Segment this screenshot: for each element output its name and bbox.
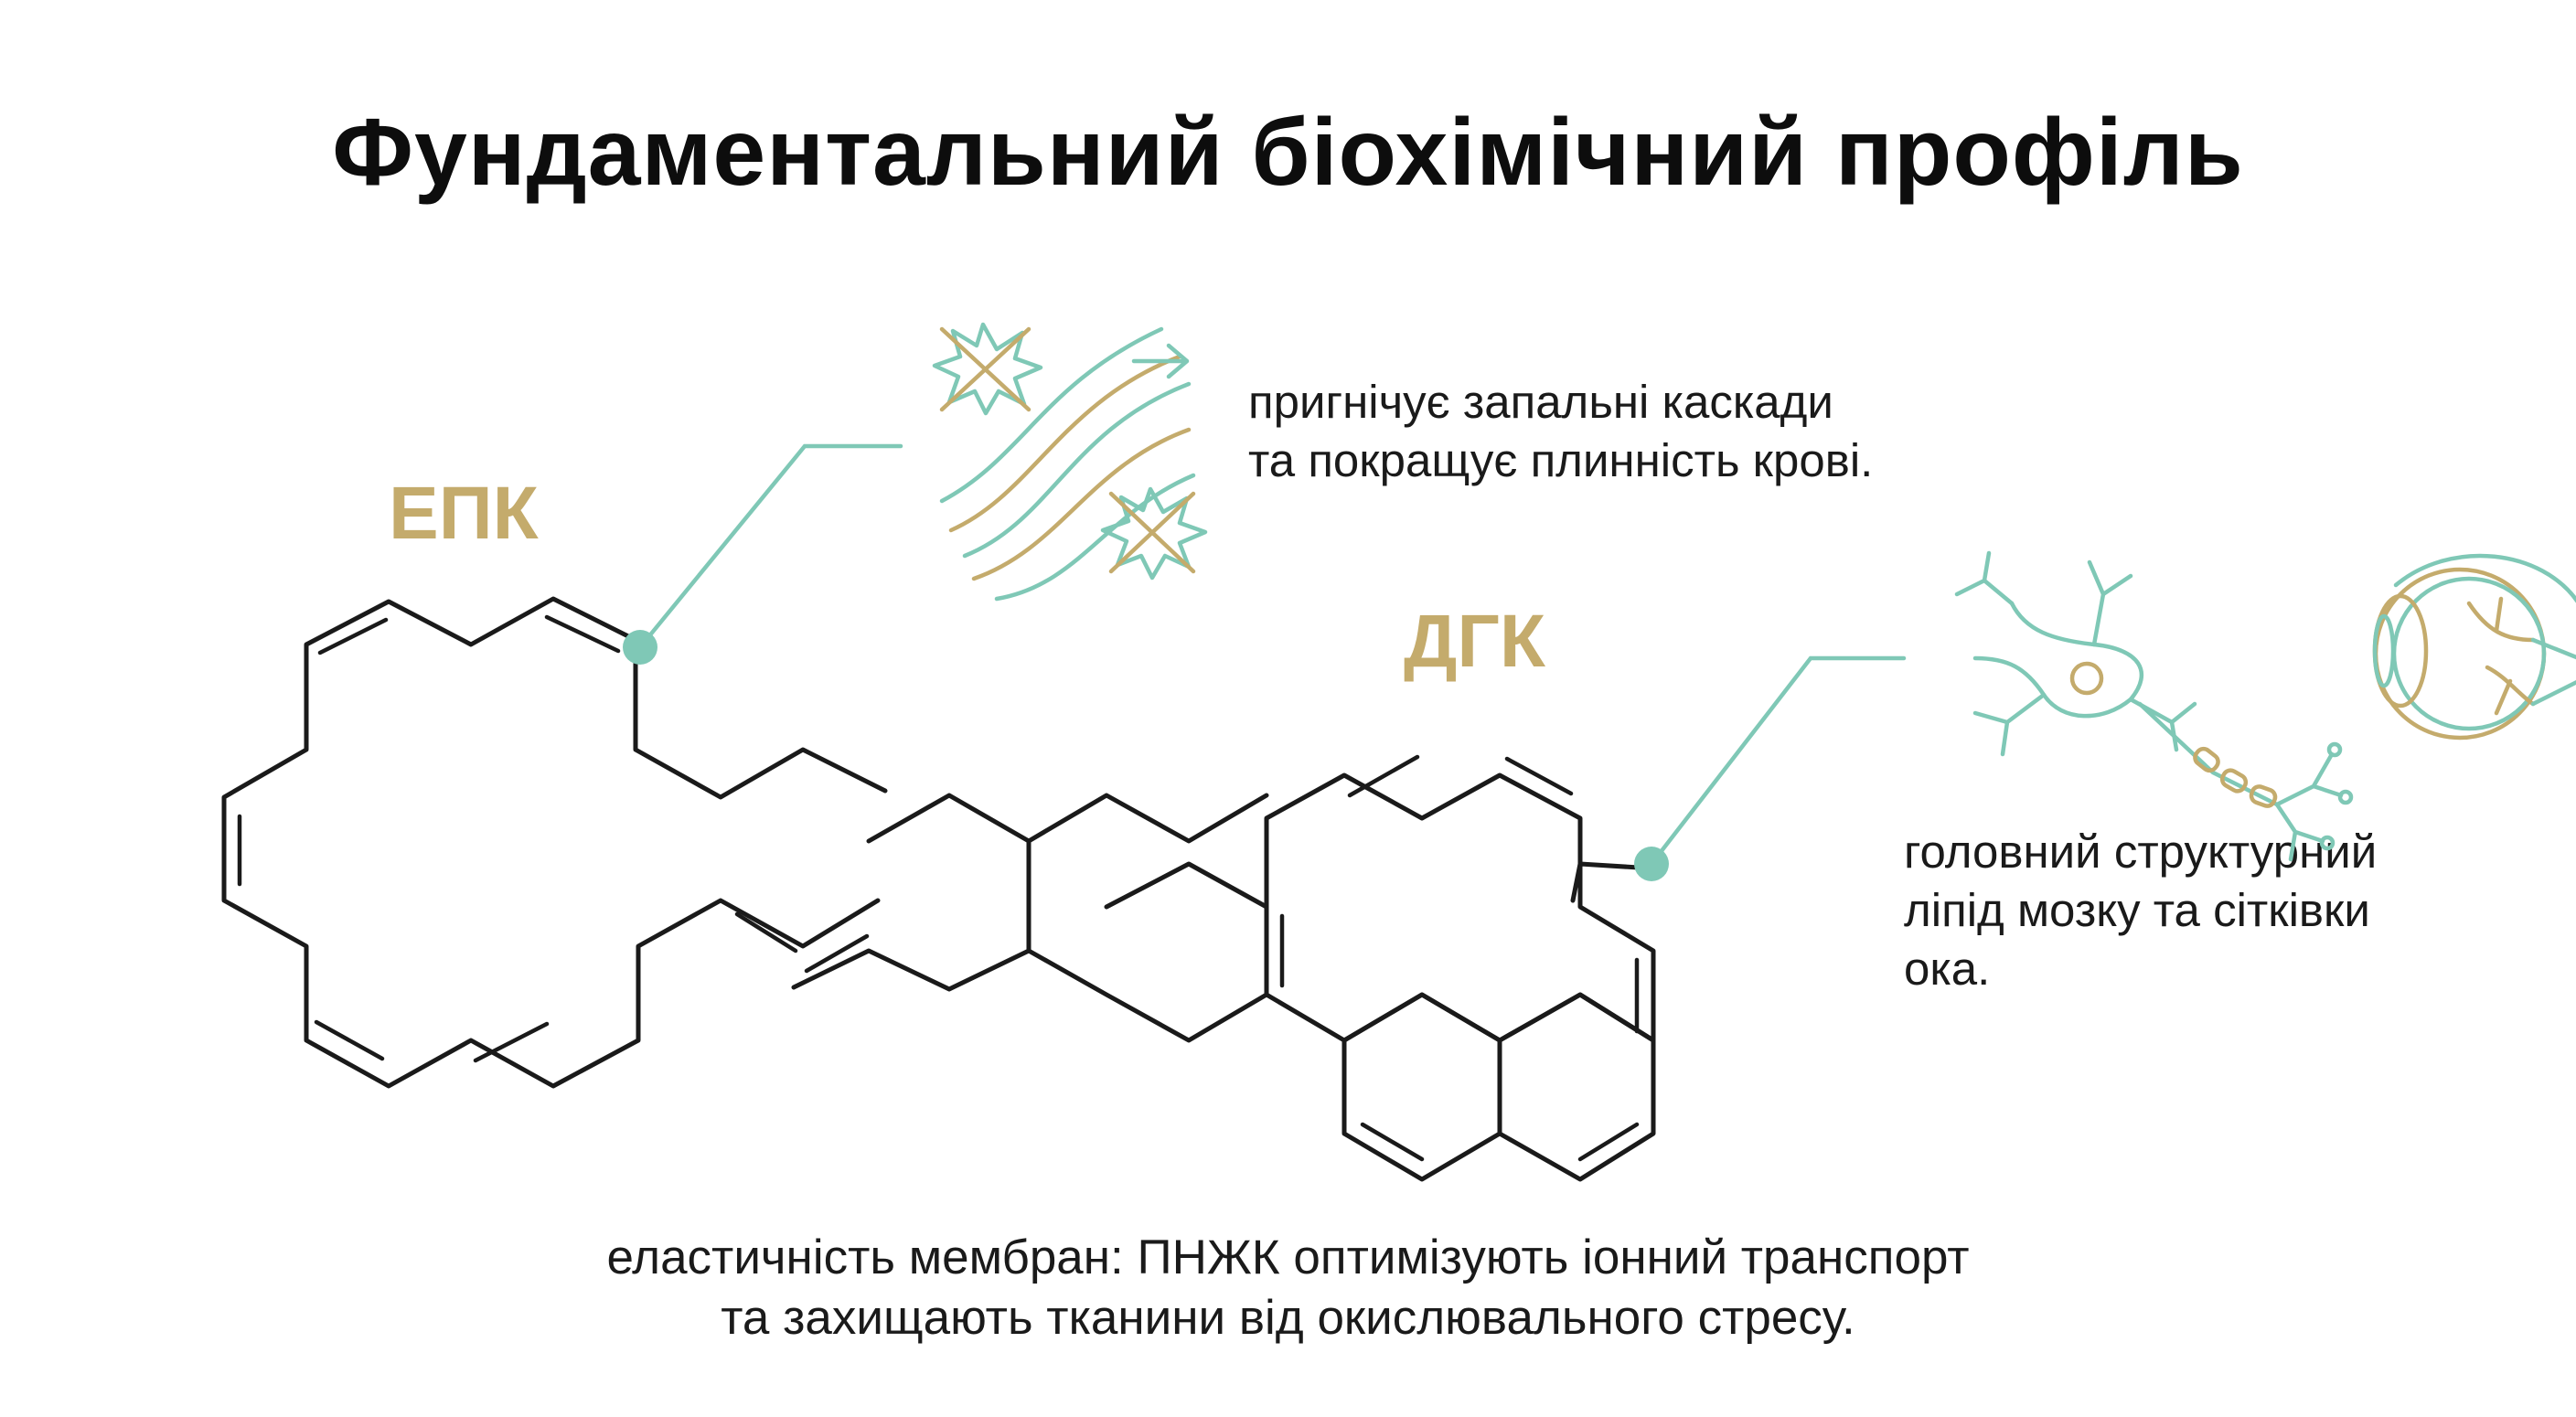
blood-flow-anti-inflammation-icon: [932, 322, 1208, 602]
epk-callout-dot: [623, 630, 657, 665]
dgk-label: ДГК: [1404, 600, 1545, 683]
dgk-description-line-3: ока.: [1904, 943, 1991, 995]
myelin-sheath: [2193, 746, 2278, 808]
dha-ring-left: [1341, 992, 1502, 1182]
dha-ring-right: [1497, 992, 1656, 1182]
dha-molecule: [1264, 754, 1656, 1182]
epk-callout-line: [637, 443, 903, 650]
epa-double-bonds: [237, 614, 798, 1063]
linker-chains: [791, 793, 1269, 1043]
linker-short: [1104, 861, 1269, 910]
footer-line-1: еластичність мембран: ПНЖК оптимізують і…: [606, 1231, 1970, 1284]
dha-tail: [1570, 861, 1656, 903]
epk-description-line-2: та покращує плинність крові.: [1248, 434, 1874, 486]
epk-description: пригнічує запальні каскади та покращує п…: [1248, 373, 2163, 490]
linker-lower: [791, 948, 1269, 1043]
footer-line-2: та захищають тканини від окислювального …: [721, 1291, 1855, 1345]
dha-double-bonds: [1279, 754, 1640, 1162]
dgk-description: головний структурний ліпід мозку та сітк…: [1904, 823, 2544, 998]
eye-icon: [2372, 553, 2576, 740]
linker-lower-double: [804, 933, 870, 974]
dgk-callout-dot: [1634, 847, 1669, 881]
dgk-callout-line: [1649, 655, 1907, 867]
neuron-icon: [1954, 550, 2354, 862]
dgk-description-line-2: ліпід мозку та сітківки: [1904, 884, 2370, 936]
epa-chain: [221, 596, 881, 1089]
inflammation-burst-top: [932, 322, 1043, 416]
epk-label: ЕПК: [389, 472, 539, 555]
linker-upper: [866, 793, 1269, 844]
epa-molecule: [221, 596, 888, 1089]
epa-tail: [633, 637, 888, 800]
footer-caption: еластичність мембран: ПНЖК оптимізують і…: [0, 1228, 2576, 1348]
dha-chain: [1264, 772, 1656, 1043]
flow-lines: [939, 326, 1196, 602]
callouts: [623, 443, 1907, 881]
page-title: Фундаментальний біохімічний профіль: [332, 100, 2244, 206]
inflammation-burst-bottom: [1100, 486, 1208, 581]
epk-description-line-1: пригнічує запальні каскади: [1248, 376, 1833, 428]
